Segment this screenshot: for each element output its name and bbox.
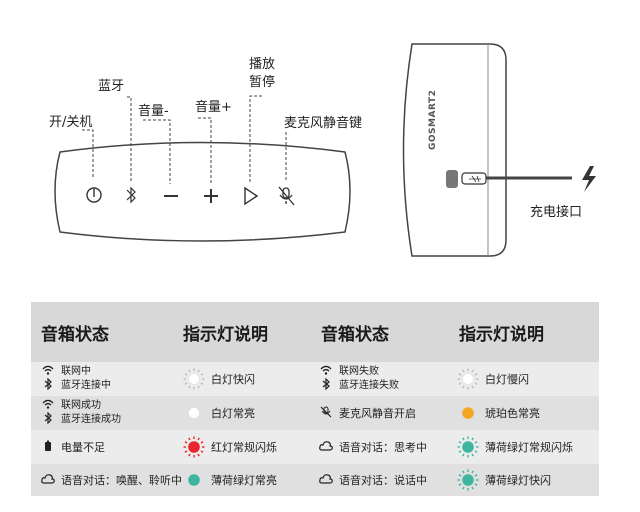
status-cell-right: 联网失败蓝牙连接失败 — [319, 362, 399, 396]
indicator-light-icon — [457, 368, 479, 390]
indicator-light-icon — [183, 436, 205, 458]
status-cell-left: 联网成功蓝牙连接成功 — [41, 396, 121, 430]
power-button-icon — [86, 187, 102, 203]
header-status-right: 音箱状态 — [321, 325, 389, 345]
status-line: 语音对话：唤醒、聆听中 — [41, 472, 182, 488]
status-line: 联网成功 — [41, 399, 101, 412]
light-cell-left: 薄荷绿灯常亮 — [183, 464, 277, 496]
status-text: 蓝牙连接成功 — [61, 414, 121, 425]
table-row: 联网中蓝牙连接中 联网失败蓝牙连接失败 白灯快闪 白灯慢闪 — [31, 362, 599, 396]
light-text: 白灯慢闪 — [485, 373, 529, 386]
status-line: 蓝牙连接失败 — [319, 377, 399, 393]
speaker-diagram: 开/关机 蓝牙 音量- 音量+ 播放 暂停 麦克风静音键 充电接口 GOSMAR… — [49, 43, 596, 257]
lightning-icon — [582, 166, 596, 192]
light-text: 白灯快闪 — [211, 373, 255, 386]
label-mic-mute: 麦克风静音键 — [284, 116, 363, 131]
light-text: 琥珀色常亮 — [485, 407, 540, 420]
play-pause-button-icon — [244, 186, 259, 206]
status-cell-left: 联网中蓝牙连接中 — [41, 362, 111, 396]
volume-up-button-icon — [204, 189, 218, 203]
status-line: 蓝牙连接中 — [41, 377, 111, 393]
header-light-right: 指示灯说明 — [459, 325, 544, 345]
usb-symbol — [469, 175, 481, 183]
light-text: 薄荷绿灯快闪 — [485, 474, 551, 487]
bluetooth-button-icon — [126, 186, 136, 204]
status-text: 联网中 — [61, 366, 91, 377]
charge-port — [446, 170, 458, 188]
label-pause: 暂停 — [249, 75, 276, 90]
cloud-icon — [319, 440, 333, 454]
cloud-icon — [319, 473, 333, 487]
brand-logo-text: GOSMART2 — [428, 89, 438, 150]
bluetooth-icon — [319, 377, 333, 393]
light-cell-right: 薄荷绿灯快闪 — [457, 464, 551, 496]
status-text: 语音对话：思考中 — [339, 441, 427, 454]
status-line: 语音对话：思考中 — [319, 439, 427, 455]
indicator-light-icon — [183, 402, 205, 424]
status-line: 联网中 — [41, 365, 91, 378]
light-text: 薄荷绿灯常亮 — [211, 474, 277, 487]
light-text: 红灯常规闪烁 — [211, 441, 277, 454]
table-header: 音箱状态 指示灯说明 音箱状态 指示灯说明 — [31, 302, 599, 362]
speaker-side-body — [402, 43, 507, 257]
status-line: 麦克风静音开启 — [319, 405, 416, 421]
indicator-light-icon — [183, 368, 205, 390]
indicator-light-icon — [457, 436, 479, 458]
status-text: 联网失败 — [339, 366, 379, 377]
status-cell-left: 语音对话：唤醒、聆听中 — [41, 464, 182, 496]
status-text: 语音对话：说话中 — [339, 474, 427, 487]
status-cell-right: 语音对话：思考中 — [319, 430, 427, 464]
table-row: 语音对话：唤醒、聆听中 语音对话：说话中 薄荷绿灯常亮 薄荷绿灯快闪 — [31, 464, 599, 496]
indicator-light-icon — [457, 402, 479, 424]
wifi-icon — [41, 399, 55, 412]
label-charge-port: 充电接口 — [530, 205, 583, 220]
status-line: 蓝牙连接成功 — [41, 411, 121, 427]
status-cell-right: 麦克风静音开启 — [319, 396, 416, 430]
status-text: 联网成功 — [61, 400, 101, 411]
table-row: 电量不足 语音对话：思考中 红灯常规闪烁 薄荷绿灯常规闪烁 — [31, 430, 599, 464]
light-cell-left: 红灯常规闪烁 — [183, 430, 277, 464]
status-cell-right: 语音对话：说话中 — [319, 464, 427, 496]
status-text: 蓝牙连接中 — [61, 380, 111, 391]
mic-mute-button-icon — [278, 186, 295, 206]
label-volume-up: 音量+ — [195, 100, 232, 115]
light-text: 薄荷绿灯常规闪烁 — [485, 441, 573, 454]
status-line: 联网失败 — [319, 365, 379, 378]
table-row: 联网成功蓝牙连接成功 麦克风静音开启 白灯常亮 琥珀色常亮 — [31, 396, 599, 430]
bluetooth-icon — [41, 411, 55, 427]
status-text: 蓝牙连接失败 — [339, 380, 399, 391]
bluetooth-icon — [41, 377, 55, 393]
indicator-light-icon — [183, 469, 205, 491]
mic-mute-icon — [319, 406, 333, 421]
header-light-left: 指示灯说明 — [183, 325, 268, 345]
status-line: 语音对话：说话中 — [319, 472, 427, 488]
light-cell-left: 白灯快闪 — [183, 362, 255, 396]
light-cell-right: 白灯慢闪 — [457, 362, 529, 396]
speaker-front-body — [54, 141, 351, 242]
status-text: 语音对话：唤醒、聆听中 — [61, 474, 182, 487]
label-power: 开/关机 — [49, 115, 93, 130]
indicator-table: 音箱状态 指示灯说明 音箱状态 指示灯说明 联网中蓝牙连接中 联网失败蓝牙连接失败… — [31, 302, 599, 496]
diagram-svg — [54, 43, 596, 257]
light-cell-right: 薄荷绿灯常规闪烁 — [457, 430, 573, 464]
light-text: 白灯常亮 — [211, 407, 255, 420]
header-status-left: 音箱状态 — [41, 325, 109, 345]
light-cell-right: 琥珀色常亮 — [457, 396, 540, 430]
label-volume-down: 音量- — [138, 104, 169, 119]
cloud-icon — [41, 473, 55, 487]
status-cell-left: 电量不足 — [41, 430, 105, 464]
status-text: 麦克风静音开启 — [339, 407, 416, 420]
status-text: 电量不足 — [61, 441, 105, 454]
light-cell-left: 白灯常亮 — [183, 396, 255, 430]
indicator-light-icon — [457, 469, 479, 491]
battery-icon — [41, 440, 55, 455]
label-play: 播放 — [249, 57, 276, 72]
wifi-icon — [319, 365, 333, 378]
status-line: 电量不足 — [41, 439, 105, 455]
wifi-icon — [41, 365, 55, 378]
leader-lines — [82, 95, 287, 184]
label-bluetooth: 蓝牙 — [98, 79, 125, 94]
